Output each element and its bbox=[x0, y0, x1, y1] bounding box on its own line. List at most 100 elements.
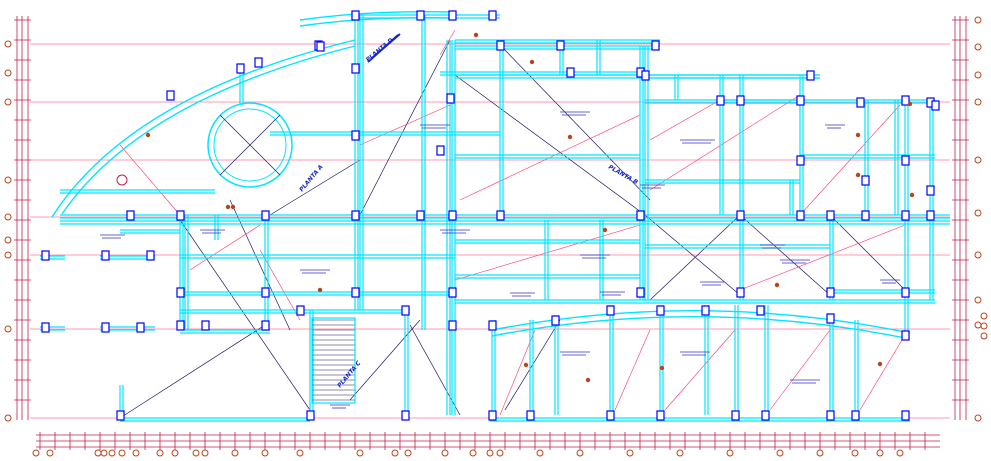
column bbox=[736, 95, 745, 106]
grid-bubble bbox=[776, 449, 784, 457]
column bbox=[796, 95, 805, 106]
section-marker bbox=[523, 362, 529, 368]
section-marker bbox=[529, 59, 535, 65]
column bbox=[136, 322, 145, 333]
column bbox=[101, 322, 110, 333]
column bbox=[351, 130, 360, 141]
dimension-frame bbox=[16, 16, 967, 448]
column bbox=[826, 210, 835, 221]
grid-bubble bbox=[536, 449, 544, 457]
grid-bubble bbox=[974, 321, 982, 329]
column bbox=[261, 210, 270, 221]
column bbox=[176, 210, 185, 221]
column bbox=[856, 97, 865, 108]
column bbox=[436, 145, 445, 156]
grid-bubble bbox=[816, 449, 824, 457]
column bbox=[351, 287, 360, 298]
column bbox=[448, 320, 457, 331]
column bbox=[306, 410, 315, 421]
hatch-marks bbox=[367, 33, 401, 63]
column bbox=[556, 40, 565, 51]
grid-bubble bbox=[974, 156, 982, 164]
column bbox=[261, 287, 270, 298]
dimension-ticks bbox=[14, 19, 969, 450]
grid-bubble bbox=[974, 43, 982, 51]
grid-bubble bbox=[974, 414, 982, 422]
column bbox=[41, 322, 50, 333]
slab-diagonals-red bbox=[119, 29, 906, 416]
grid-bubble bbox=[201, 449, 209, 457]
grid-bubble bbox=[676, 449, 684, 457]
stair-outline bbox=[311, 317, 356, 404]
grid-bubble bbox=[171, 449, 179, 457]
column bbox=[448, 10, 457, 21]
column bbox=[641, 70, 650, 81]
column bbox=[201, 320, 210, 331]
grid-bubble bbox=[441, 449, 449, 457]
grid-bubble bbox=[980, 322, 988, 330]
column bbox=[656, 410, 665, 421]
column bbox=[861, 175, 870, 186]
grid-bubble bbox=[851, 449, 859, 457]
grid-bubble bbox=[4, 251, 12, 259]
column bbox=[606, 305, 615, 316]
grid-bubble bbox=[974, 209, 982, 217]
column bbox=[316, 41, 325, 52]
column bbox=[488, 410, 497, 421]
column bbox=[901, 330, 910, 341]
column bbox=[496, 210, 505, 221]
section-marker bbox=[909, 192, 915, 198]
column bbox=[901, 155, 910, 166]
column bbox=[926, 185, 935, 196]
grid-bubble bbox=[896, 449, 904, 457]
section-marker bbox=[659, 365, 665, 371]
section-tags: PLANTA A PLANTA B PLANTA C PLANTA D bbox=[298, 37, 639, 389]
section-marker bbox=[877, 361, 883, 367]
column bbox=[826, 410, 835, 421]
section-marker bbox=[855, 132, 861, 138]
column bbox=[901, 287, 910, 298]
grid-bubble bbox=[974, 98, 982, 106]
column bbox=[566, 67, 575, 78]
section-tag-a: PLANTA A bbox=[298, 163, 325, 193]
column bbox=[926, 210, 935, 221]
column bbox=[861, 210, 870, 221]
column bbox=[296, 305, 305, 316]
grid-bubble bbox=[132, 449, 140, 457]
column bbox=[526, 410, 535, 421]
grid-bubbles bbox=[4, 16, 988, 457]
circular-core bbox=[116, 102, 293, 188]
grid-bubble bbox=[496, 449, 504, 457]
column bbox=[401, 410, 410, 421]
column bbox=[448, 287, 457, 298]
column bbox=[416, 210, 425, 221]
column bbox=[736, 287, 745, 298]
section-marker bbox=[317, 287, 323, 293]
column bbox=[41, 250, 50, 261]
section-marker bbox=[145, 132, 151, 138]
column bbox=[401, 305, 410, 316]
grid-bubble bbox=[4, 69, 12, 77]
grid-bubble bbox=[108, 449, 116, 457]
section-tag-b: PLANTA B bbox=[607, 164, 639, 187]
column bbox=[761, 410, 770, 421]
column bbox=[606, 410, 615, 421]
section-marker bbox=[567, 134, 573, 140]
section-marker bbox=[230, 204, 236, 210]
column bbox=[126, 210, 135, 221]
column bbox=[736, 210, 745, 221]
column bbox=[351, 63, 360, 74]
column bbox=[651, 40, 660, 51]
column bbox=[236, 63, 245, 74]
grid-bubble bbox=[296, 449, 304, 457]
grid-bubble bbox=[469, 449, 477, 457]
grid-bubble bbox=[4, 98, 12, 106]
section-marker bbox=[585, 377, 591, 383]
grid-bubble bbox=[726, 449, 734, 457]
grid-bubble bbox=[980, 312, 988, 320]
section-marker bbox=[907, 101, 913, 107]
column bbox=[826, 313, 835, 324]
column bbox=[756, 305, 765, 316]
grid-bubble bbox=[974, 251, 982, 259]
